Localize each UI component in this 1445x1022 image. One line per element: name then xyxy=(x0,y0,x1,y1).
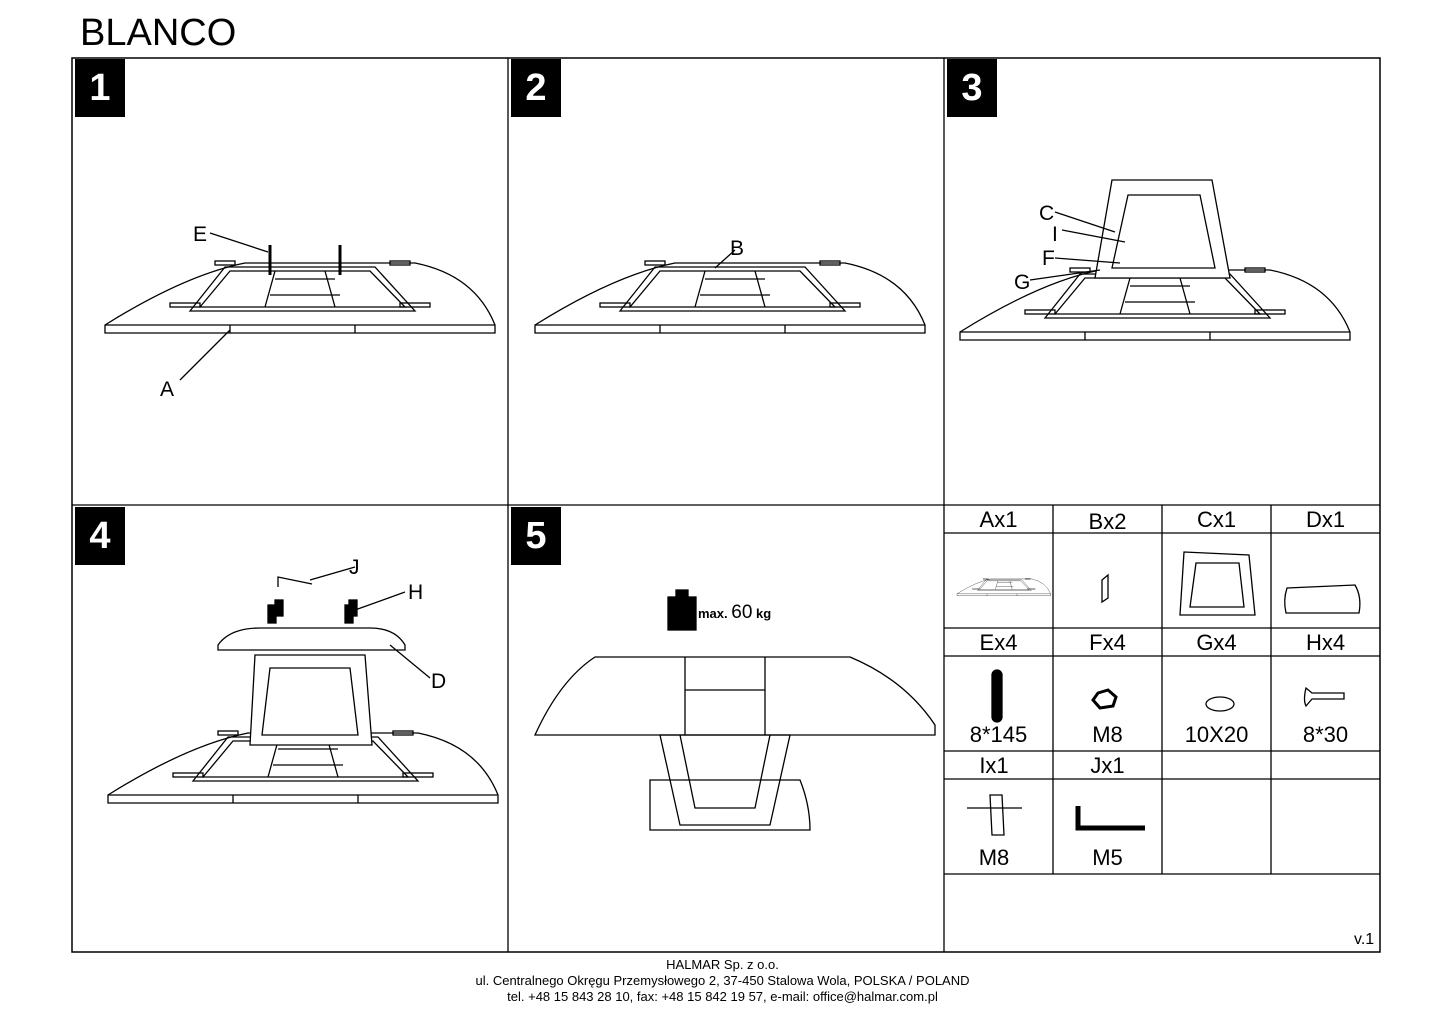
step3-leg-frame xyxy=(1094,179,1231,279)
max-load-value: 60 xyxy=(731,602,753,623)
footer: HALMAR Sp. z o.o. ul. Centralnego Okręgu… xyxy=(0,957,1445,1005)
step4-base-plate xyxy=(217,627,406,651)
step1-dowels xyxy=(268,245,342,275)
step4-leaders xyxy=(277,566,431,679)
step5-assembled-table xyxy=(533,656,936,831)
version-label: v.1 xyxy=(1354,931,1375,948)
part-G-label: Gx4 xyxy=(1196,630,1237,655)
part-H-screw-icon xyxy=(1303,686,1345,708)
step-number-5: 5 xyxy=(511,507,561,565)
callout-D: D xyxy=(431,670,447,693)
part-J-hex-key-icon xyxy=(1075,806,1145,831)
footer-company: HALMAR Sp. z o.o. xyxy=(666,957,779,972)
footer-contact: tel. +48 15 843 28 10, fax: +48 15 842 1… xyxy=(507,989,938,1004)
callout-F: F xyxy=(1042,247,1055,270)
max-load-prefix: max. xyxy=(698,606,728,621)
part-J-label: Jx1 xyxy=(1090,753,1125,778)
part-E-dowel-icon xyxy=(991,669,1003,723)
part-I-size: M8 xyxy=(978,845,1010,870)
step-number-2: 2 xyxy=(511,59,561,117)
part-G-washer-icon xyxy=(1205,696,1235,712)
part-F-size: M8 xyxy=(1092,722,1123,747)
part-B-drawing xyxy=(1101,573,1109,604)
part-A-label: Ax1 xyxy=(979,507,1018,532)
part-G-size: 10X20 xyxy=(1184,722,1249,747)
part-D-label: Dx1 xyxy=(1305,507,1346,532)
step4-leg-frame xyxy=(249,654,373,746)
part-C-label: Cx1 xyxy=(1196,507,1237,532)
part-H-size: 8*30 xyxy=(1302,722,1349,747)
callout-J: J xyxy=(349,556,360,579)
callout-G: G xyxy=(1014,271,1031,294)
callout-A: A xyxy=(160,378,175,401)
step1-table-drawing xyxy=(104,260,496,334)
product-title: BLANCO xyxy=(80,12,237,54)
callout-C: C xyxy=(1039,202,1055,225)
callout-H: H xyxy=(408,581,424,604)
part-J-size: M5 xyxy=(1092,845,1123,870)
part-H-label: Hx4 xyxy=(1305,630,1346,655)
step2-leader xyxy=(714,249,736,269)
part-E-label: Ex4 xyxy=(979,630,1018,655)
step-number-3: 3 xyxy=(947,59,997,117)
part-I-label: Ix1 xyxy=(979,753,1009,778)
max-load-label: max. 60 kg xyxy=(698,602,771,624)
max-load-unit: kg xyxy=(756,606,772,621)
step3-leaders xyxy=(1029,211,1126,281)
callout-B: B xyxy=(730,237,745,260)
weight-icon xyxy=(667,589,697,631)
part-B-label: Bx2 xyxy=(1088,509,1127,534)
step2-table-drawing xyxy=(534,260,926,334)
step4-screws xyxy=(267,599,358,624)
part-F-label: Fx4 xyxy=(1089,630,1126,655)
part-F-nut-icon xyxy=(1091,688,1118,710)
step1-leader-lines xyxy=(179,232,269,381)
part-I-socket-wrench-icon xyxy=(967,794,1022,836)
step-number-1: 1 xyxy=(75,59,125,117)
part-E-size: 8*145 xyxy=(969,722,1028,747)
part-D-drawing xyxy=(1284,584,1361,614)
callout-I: I xyxy=(1052,223,1058,246)
frame-grid xyxy=(71,57,1381,953)
part-A-drawing xyxy=(956,578,1051,596)
footer-address: ul. Centralnego Okręgu Przemysłowego 2, … xyxy=(475,973,970,988)
part-C-drawing xyxy=(1179,551,1256,616)
callout-E: E xyxy=(193,223,208,246)
step-number-4: 4 xyxy=(75,507,125,565)
